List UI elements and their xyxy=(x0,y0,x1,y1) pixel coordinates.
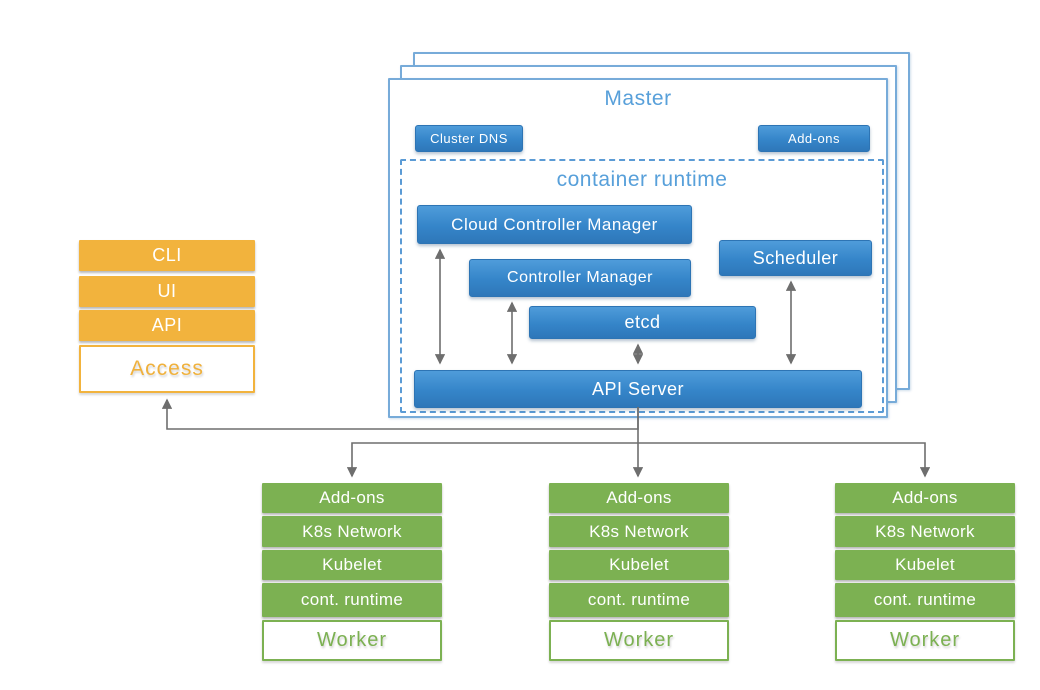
worker-node-3: Add-ons K8s Network Kubelet cont. runtim… xyxy=(835,483,1015,661)
worker3-k8s-network: K8s Network xyxy=(835,516,1015,547)
cluster-dns-node: Cluster DNS xyxy=(415,125,523,152)
worker1-add-ons: Add-ons xyxy=(262,483,442,513)
worker-node-2: Add-ons K8s Network Kubelet cont. runtim… xyxy=(549,483,729,661)
worker1-cont-runtime: cont. runtime xyxy=(262,583,442,617)
worker3-label: Worker xyxy=(835,620,1015,661)
worker1-kubelet: Kubelet xyxy=(262,550,442,580)
api-server-node: API Server xyxy=(414,370,862,408)
worker3-add-ons: Add-ons xyxy=(835,483,1015,513)
worker1-k8s-network: K8s Network xyxy=(262,516,442,547)
cloud-controller-manager-node: Cloud Controller Manager xyxy=(417,205,692,244)
arrow-apiserver-worker3 xyxy=(638,442,931,478)
worker2-k8s-network: K8s Network xyxy=(549,516,729,547)
controller-manager-node: Controller Manager xyxy=(469,259,691,297)
worker2-cont-runtime: cont. runtime xyxy=(549,583,729,617)
access-node: Access xyxy=(79,345,255,393)
worker2-add-ons: Add-ons xyxy=(549,483,729,513)
access-item-api: API xyxy=(79,310,255,341)
worker-node-1: Add-ons K8s Network Kubelet cont. runtim… xyxy=(262,483,442,661)
worker3-kubelet: Kubelet xyxy=(835,550,1015,580)
worker2-label: Worker xyxy=(549,620,729,661)
add-ons-master-node: Add-ons xyxy=(758,125,870,152)
master-title: Master xyxy=(604,87,672,110)
access-item-ui: UI xyxy=(79,276,255,307)
worker1-label: Worker xyxy=(262,620,442,661)
container-runtime-title: container runtime xyxy=(556,168,728,191)
master-node: Master Cluster DNS Add-ons container run… xyxy=(388,78,888,418)
container-runtime-region: container runtime Cloud Controller Manag… xyxy=(400,159,884,413)
worker2-kubelet: Kubelet xyxy=(549,550,729,580)
etcd-node: etcd xyxy=(529,306,756,339)
worker3-cont-runtime: cont. runtime xyxy=(835,583,1015,617)
scheduler-node: Scheduler xyxy=(719,240,872,276)
arrow-apiserver-worker1 xyxy=(346,442,638,478)
access-item-cli: CLI xyxy=(79,240,255,271)
